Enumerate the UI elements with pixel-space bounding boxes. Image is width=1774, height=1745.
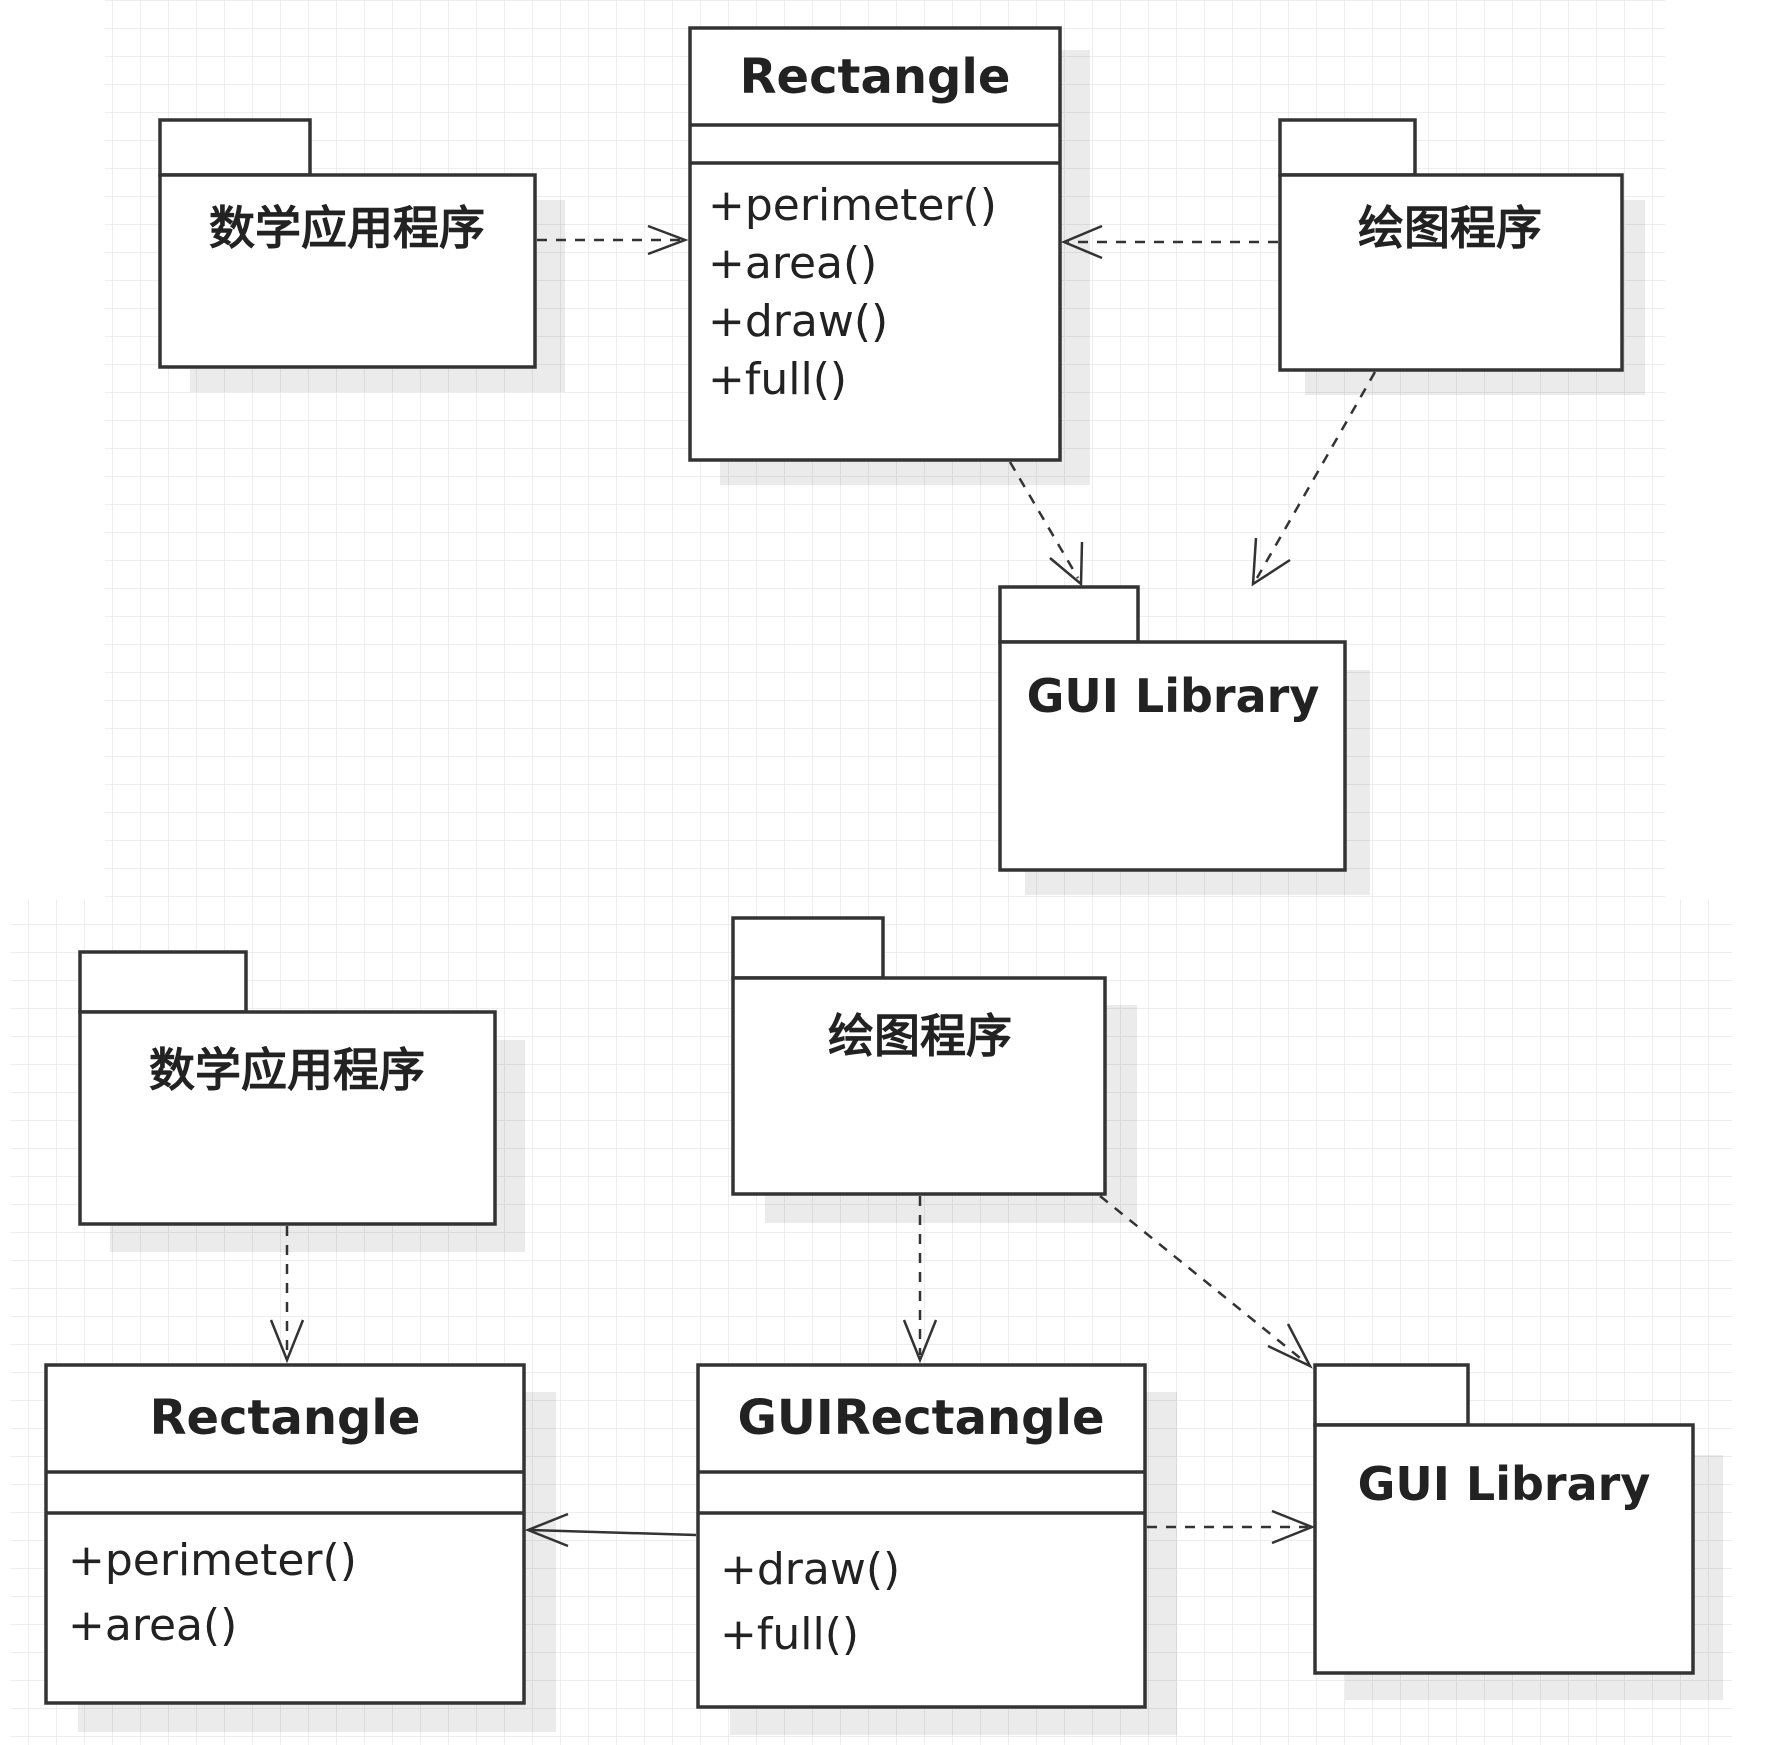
bottom-math-app-name: 数学应用程序 xyxy=(149,1043,425,1097)
bottom-draw-app-package: 绘图程序 xyxy=(731,916,1137,1223)
bottom-dependency-draw-to-gui-rectangle xyxy=(902,1196,938,1364)
top-dependency-math-to-rectangle xyxy=(537,224,689,256)
top-rectangle-member: +full() xyxy=(708,354,847,405)
bottom-gui-library-package: GUI Library xyxy=(1313,1363,1723,1700)
top-draw-app-name: 绘图程序 xyxy=(1358,201,1542,255)
bottom-gui-rectangle-member: +draw() xyxy=(720,1544,900,1595)
bottom-dependency-draw-to-gui-library xyxy=(1099,1195,1313,1369)
top-gui-library-name: GUI Library xyxy=(1027,669,1320,723)
bottom-dependency-gui-rectangle-to-gui-library xyxy=(1147,1509,1316,1545)
bottom-draw-app-name: 绘图程序 xyxy=(828,1009,1012,1063)
bottom-association-gui-rectangle-to-rectangle xyxy=(524,1512,697,1548)
top-draw-app-package: 绘图程序 xyxy=(1278,118,1645,395)
top-dependency-draw-to-rectangle xyxy=(1060,224,1278,260)
top-rectangle-class: Rectangle +perimeter() +area() +draw() +… xyxy=(688,26,1090,485)
top-rectangle-member: +draw() xyxy=(708,296,888,347)
bottom-gui-rectangle-member: +full() xyxy=(720,1609,859,1660)
bottom-gui-rectangle-title: GUIRectangle xyxy=(737,1390,1104,1446)
top-dependency-draw-to-gui-library xyxy=(1251,371,1377,587)
top-math-app-name: 数学应用程序 xyxy=(209,201,485,255)
bottom-dependency-math-to-rectangle xyxy=(269,1226,305,1364)
bottom-rectangle-member: +perimeter() xyxy=(68,1535,357,1586)
top-math-app-package: 数学应用程序 xyxy=(158,118,565,392)
bottom-rectangle-class: Rectangle +perimeter() +area() xyxy=(44,1363,556,1732)
bottom-gui-rectangle-class: GUIRectangle +draw() +full() xyxy=(696,1363,1177,1735)
top-gui-library-package: GUI Library xyxy=(998,585,1370,895)
bottom-math-app-package: 数学应用程序 xyxy=(78,950,525,1252)
bottom-rectangle-member: +area() xyxy=(68,1600,237,1651)
top-dependency-rectangle-to-gui-library xyxy=(1008,461,1084,587)
bottom-gui-library-name: GUI Library xyxy=(1358,1457,1651,1511)
bottom-rectangle-title: Rectangle xyxy=(150,1390,421,1446)
top-rectangle-member: +area() xyxy=(708,238,877,289)
top-rectangle-member: +perimeter() xyxy=(708,180,997,231)
top-rectangle-title: Rectangle xyxy=(740,49,1011,105)
